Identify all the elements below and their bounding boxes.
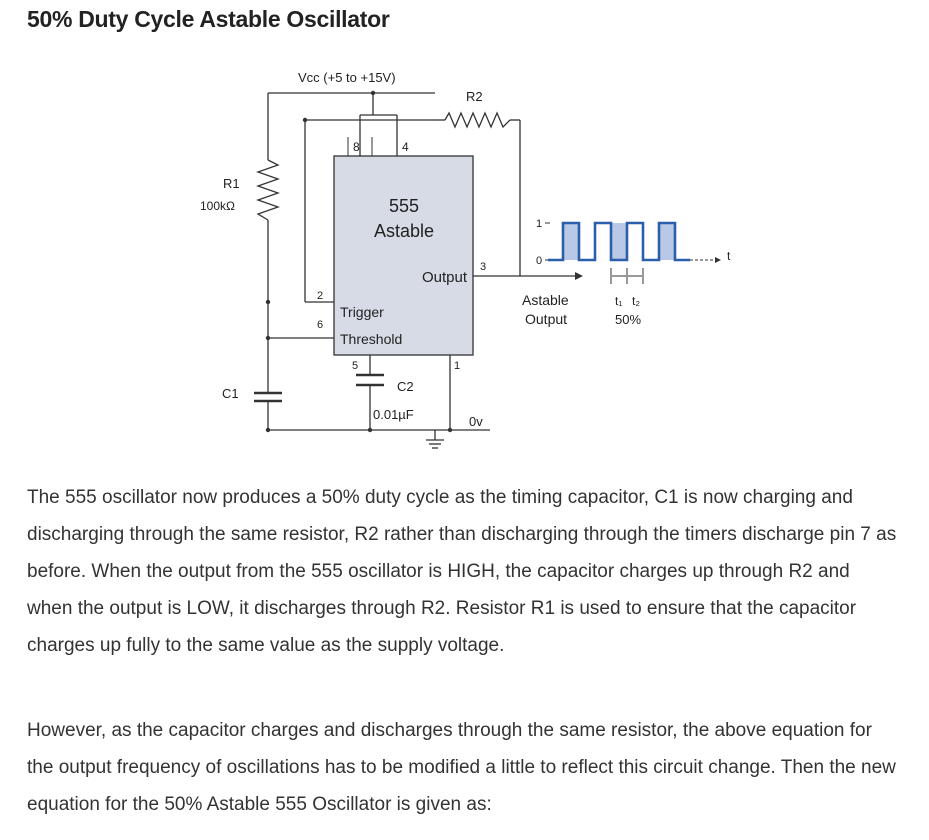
r1-label: R1: [223, 176, 240, 191]
r2-resistor: [444, 111, 511, 129]
c2-capacitor: [356, 373, 384, 387]
junctions: [265, 90, 453, 433]
time-axis-label: t: [727, 249, 731, 263]
pin-5-number: 5: [352, 360, 358, 372]
ic-name: 555: [389, 196, 419, 216]
r1-resistor: [256, 159, 280, 221]
output-pin-label: Output: [422, 269, 468, 286]
ic-555-body: [333, 155, 474, 356]
circuit-schematic-svg: Vcc (+5 to +15V): [200, 70, 731, 449]
equation-intro-paragraph: However, as the capacitor charges and di…: [27, 720, 896, 815]
pulse-fills: [563, 223, 675, 260]
level-high-label: 1: [536, 218, 542, 230]
trigger-pin-label: Trigger: [340, 304, 384, 320]
junction-dot: [265, 299, 271, 305]
explanation-paragraph: The 555 oscillator now produces a 50% du…: [27, 487, 897, 656]
junction-dot: [447, 427, 453, 433]
level-low-label: 0: [536, 255, 542, 267]
ground-label: 0v: [469, 414, 483, 429]
square-wave: [548, 221, 690, 262]
pin-8-number: 8: [353, 140, 360, 154]
pin-6-number: 6: [317, 319, 323, 331]
pin-4-number: 4: [402, 140, 409, 154]
junction-dot: [265, 335, 271, 341]
output-caption-line1: Astable: [522, 292, 569, 308]
duty-cycle-label: 50%: [615, 312, 641, 327]
c2-label: C2: [397, 379, 414, 394]
pin-2-number: 2: [317, 290, 323, 302]
junction-dot: [367, 427, 373, 433]
junction-dot: [370, 90, 376, 96]
r1-value: 100kΩ: [200, 199, 235, 213]
pin-3-number: 3: [480, 261, 486, 273]
output-caption-line2: Output: [525, 311, 567, 327]
junction-dot: [265, 427, 271, 433]
period-markers: [610, 268, 644, 284]
c1-label: C1: [222, 386, 239, 401]
c1-capacitor: [254, 391, 282, 403]
page-title: 50% Duty Cycle Astable Oscillator: [27, 6, 390, 32]
output-arrow: [575, 272, 583, 280]
vcc-label: Vcc (+5 to +15V): [298, 70, 396, 85]
wires: [267, 92, 575, 431]
junction-dot: [302, 117, 308, 123]
t2-label: t₂: [632, 294, 640, 308]
time-axis-arrow: [715, 257, 721, 263]
threshold-pin-label: Threshold: [340, 331, 402, 347]
t1-label: t₁: [615, 294, 622, 308]
pin-1-number: 1: [454, 360, 460, 372]
r2-label: R2: [466, 89, 483, 104]
c2-value: 0.01µF: [373, 407, 414, 422]
circuit-diagram: Vcc (+5 to +15V): [190, 55, 750, 465]
ic-mode: Astable: [374, 221, 434, 241]
ground-symbol: [426, 430, 444, 449]
